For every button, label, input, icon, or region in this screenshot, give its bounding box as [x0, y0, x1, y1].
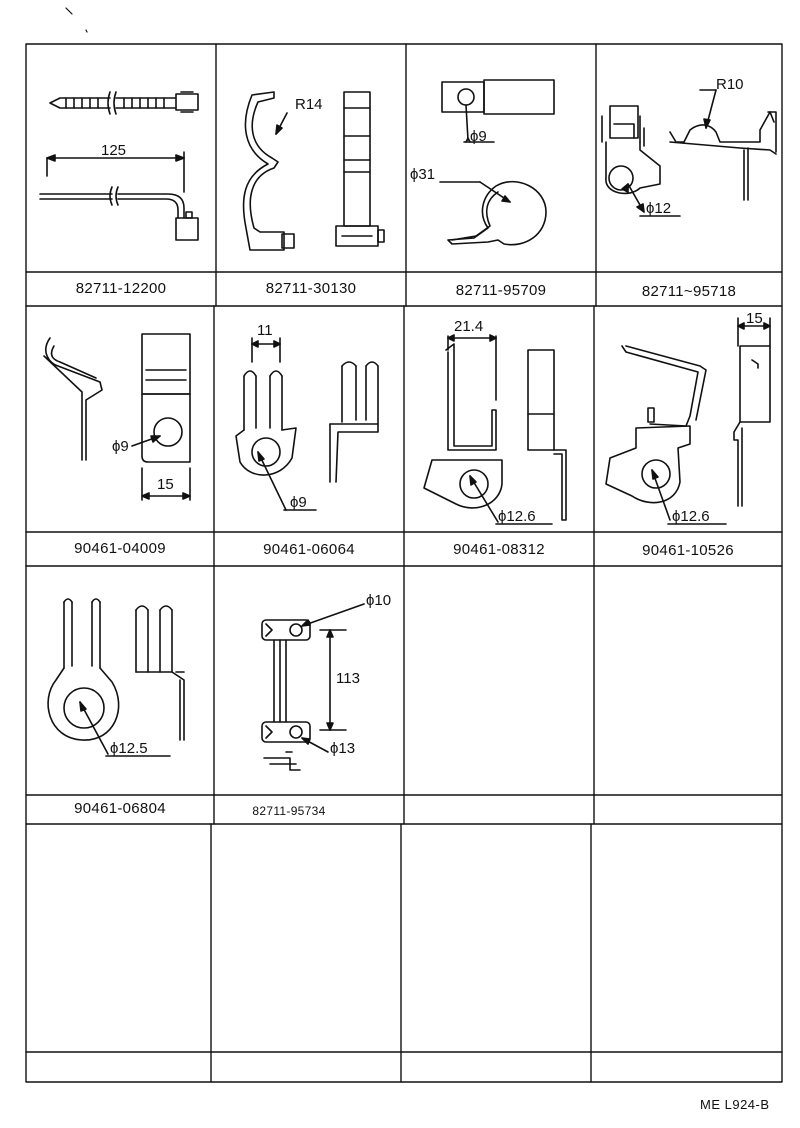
dimension-label: 125 [101, 142, 127, 159]
part-number-label: 82711-95734 [252, 804, 326, 818]
dimension-label: ϕ12.5 [110, 740, 148, 757]
scan-marks [65, 7, 88, 33]
part-number-label: 82711-12200 [75, 280, 167, 297]
part-drawing-82711-30130 [242, 91, 385, 251]
part-drawing-90461-04009 [43, 333, 191, 501]
dimension-label: ϕ13 [330, 740, 356, 757]
part-drawing-82711-95734 [261, 603, 365, 771]
part-drawing-90461-08312 [423, 334, 567, 525]
dimension-label: 113 [336, 670, 360, 687]
part-drawing-82711-12200 [39, 91, 199, 241]
dimension-label: R14 [295, 96, 323, 113]
part-drawing-82711-95709 [439, 79, 555, 246]
part-number-label: 82711-95709 [455, 282, 547, 299]
part-drawing-90461-06064 [235, 337, 379, 511]
dimension-label: R10 [716, 76, 744, 93]
dimension-label: 15 [746, 310, 763, 327]
part-drawing-82711-95718 [601, 89, 777, 217]
page-reference-code: ME L924-B [700, 1097, 770, 1112]
part-drawing-90461-10526 [605, 317, 771, 525]
part-number-label: 90461-06064 [263, 541, 355, 558]
dimension-label: ϕ10 [366, 592, 392, 609]
grid-lines [25, 43, 783, 1083]
dimension-label: 15 [157, 476, 174, 493]
part-number-label: 90461-04009 [74, 540, 166, 557]
part-number-label: 90461-06804 [74, 800, 166, 817]
dimension-label: ϕ9 [290, 494, 307, 511]
dimension-label: ϕ9 [470, 128, 487, 145]
part-drawing-90461-06804 [47, 598, 185, 757]
dimension-label: ϕ12.6 [672, 508, 710, 525]
dimension-label: ϕ9 [112, 438, 129, 455]
dimension-label: 21.4 [454, 318, 484, 335]
part-number-label: 90461-10526 [642, 542, 734, 559]
part-number-label: 82711-30130 [265, 280, 357, 297]
part-number-label: 82711~95718 [641, 283, 737, 300]
dimension-label: ϕ12 [646, 200, 672, 217]
part-number-label: 90461-08312 [453, 541, 545, 558]
dimension-label: 11 [257, 322, 273, 339]
dimension-label: ϕ31 [410, 166, 436, 183]
dimension-label: ϕ12.6 [498, 508, 536, 525]
